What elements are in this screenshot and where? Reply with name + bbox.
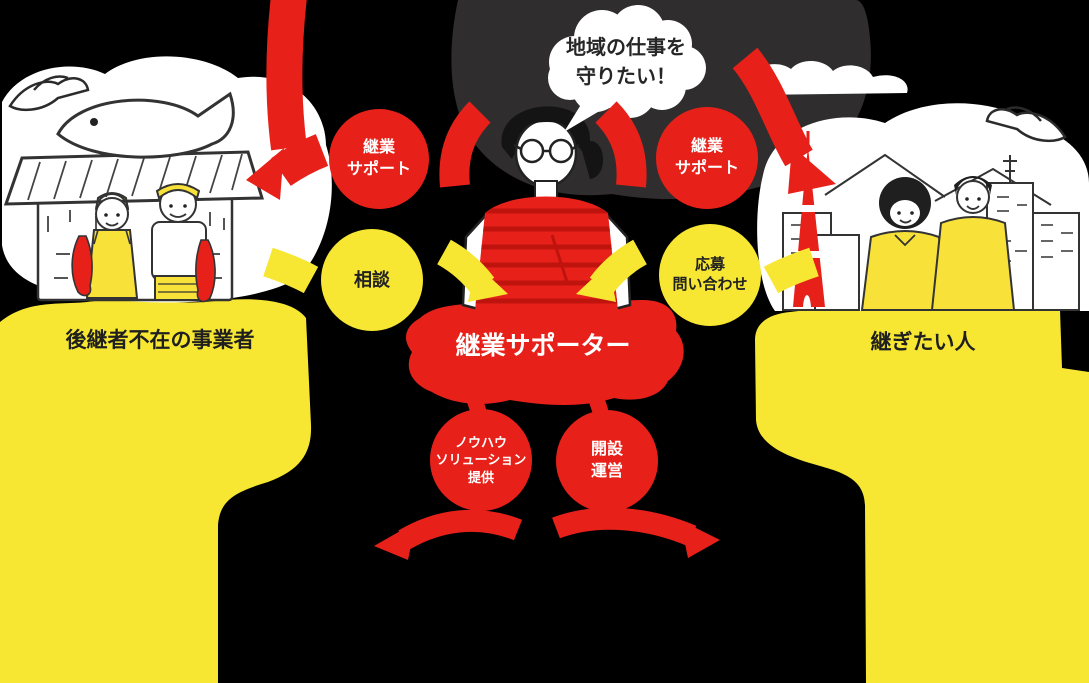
bird-icon	[985, 106, 1067, 143]
arrow-support-to-successors	[595, 47, 836, 194]
red-fish	[195, 239, 216, 303]
yellow-tee	[930, 216, 1016, 311]
label-successors: 継ぎたい人	[870, 331, 976, 354]
successors-yellow-area	[755, 306, 1089, 683]
circle-keigyo-support-left: 継業 サポート	[329, 109, 429, 209]
arrow-support-to-owners	[246, 0, 491, 200]
successors-illustration	[747, 60, 1089, 311]
knit-cap	[95, 192, 129, 211]
arrow-operate-down-right	[552, 507, 720, 558]
business-owners-illustration	[2, 56, 332, 303]
circle-soudan: 相談	[321, 229, 423, 331]
owner-right	[151, 183, 216, 303]
shirt-stripes	[474, 208, 619, 304]
owner-left	[71, 192, 139, 299]
big-fish	[56, 91, 235, 159]
flat-cap	[155, 183, 201, 200]
connector-operate	[584, 378, 608, 418]
arrow-apply-to-supporter	[576, 239, 819, 302]
arrow-knowhow-down-left	[374, 509, 523, 560]
connector-knowhow	[462, 378, 486, 418]
red-fish	[71, 235, 93, 297]
circle-oubo-toiawase: 応募 問い合わせ	[659, 224, 761, 326]
fish-shop	[3, 91, 265, 303]
speech-bubble	[548, 5, 706, 132]
bubble-tail	[564, 98, 608, 132]
bird-icon	[8, 75, 90, 112]
circle-keigyo-support-right: 継業 サポート	[656, 107, 758, 209]
supporter-red-blob	[406, 299, 684, 406]
cloud-shape	[747, 60, 908, 95]
successor-man	[930, 176, 1016, 311]
arrow-consult-to-supporter	[263, 239, 508, 302]
speech-bubble-text: 地域の仕事を 守りたい！	[566, 37, 686, 88]
label-supporter: 継業サポーター	[455, 332, 631, 360]
glasses-icon	[513, 138, 580, 164]
label-business-owners: 後継者不在の事業者	[65, 329, 255, 352]
circle-knowhow-solution: ノウハウ ソリューション 提供	[430, 409, 532, 511]
circle-kaisetsu-unei: 開設 運営	[556, 410, 658, 512]
business-owners-yellow-area	[0, 299, 312, 683]
